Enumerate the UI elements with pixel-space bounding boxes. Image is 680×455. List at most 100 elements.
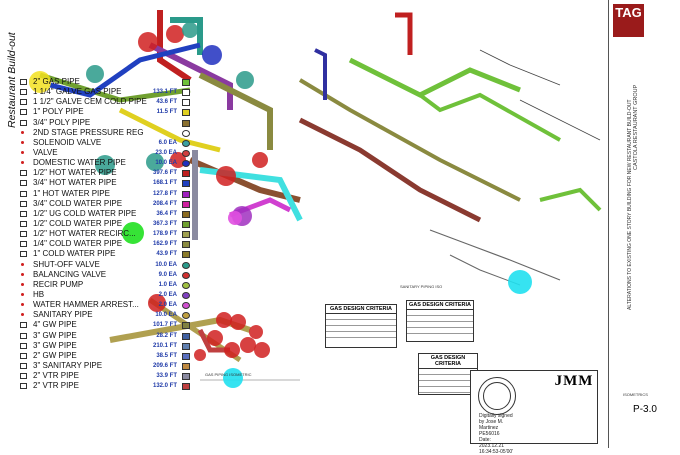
legend-item-name: 3/4" COLD WATER PIPE — [33, 198, 123, 208]
marker-magenta — [228, 211, 242, 225]
legend-color-swatch — [182, 261, 190, 269]
marker-red — [148, 294, 166, 312]
legend-item-quantity: 10.0 EA — [155, 261, 177, 268]
legend-item-name: SANITARY PIPE — [33, 310, 93, 320]
legend-item-quantity: 132.0 FT — [152, 383, 177, 390]
legend-color-swatch — [182, 342, 190, 350]
legend-item-name: 2ND STAGE PRESSURE REG — [33, 127, 144, 137]
digital-signature-text: Digitally signed by Jose M. Martinez PE5… — [479, 413, 514, 455]
pipe-brown-main — [298, 117, 482, 223]
pipe-icon — [20, 342, 27, 349]
legend-color-swatch — [182, 119, 190, 127]
legend-item-name: 1/2" HOT WATER PIPE — [33, 168, 117, 178]
legend-color-swatch — [182, 139, 190, 147]
fitting-dot-icon — [21, 303, 24, 307]
pipe-green-branch — [418, 92, 561, 142]
legend-item-name: 2" GAS PIPE — [33, 77, 80, 86]
legend-row: 2ND STAGE PRESSURE REG — [17, 128, 192, 138]
client-name: CASTOLA RESTAURANT GROUP — [633, 84, 639, 170]
legend-color-swatch — [182, 170, 190, 178]
legend-row: 2" GAS PIPE — [17, 77, 192, 87]
legend-item-name: HB — [33, 289, 45, 299]
gas-design-criteria-table: GAS DESIGN CRITERIA — [418, 353, 478, 395]
fitting-dot-icon — [21, 292, 24, 296]
fitting-dot-icon — [21, 130, 24, 134]
pipe-gray-thin — [479, 49, 561, 86]
legend-color-swatch — [182, 210, 190, 218]
legend-item-name: 1/2" COLD WATER PIPE — [33, 218, 123, 228]
pipe-icon — [20, 251, 27, 258]
legend-item-name: 3" SANITARY PIPE — [33, 360, 103, 370]
legend-color-swatch — [182, 200, 190, 208]
legend-item-name: 1" COLD WATER PIPE — [33, 249, 116, 259]
pipe-icon — [20, 119, 27, 126]
legend-item-quantity: 209.6 FT — [152, 362, 177, 369]
legend-row: 1/2" COLD WATER PIPE 367.3 FT — [17, 219, 192, 229]
project-description: ALTERATIONS TO EXISTING ONE STORY BUILDI… — [627, 99, 633, 310]
legend-row: 1" COLD WATER PIPE 43.9 FT — [17, 249, 192, 259]
marker-red — [138, 32, 158, 52]
fitting-dot-icon — [21, 282, 24, 286]
marker-red — [254, 342, 270, 358]
marker-teal — [182, 22, 198, 38]
marker-teal — [86, 65, 104, 83]
legend-color-swatch — [182, 312, 190, 320]
legend-item-quantity: 23.0 EA — [155, 149, 177, 156]
marker-teal — [146, 153, 164, 171]
legend-item-quantity: 101.7 FT — [152, 322, 177, 329]
pipe-icon — [20, 383, 27, 390]
pipe-icon — [20, 109, 27, 116]
legend-item-quantity: 43.9 FT — [156, 251, 177, 258]
legend-item-name: 4" GW PIPE — [33, 320, 77, 330]
legend-color-swatch — [182, 160, 190, 168]
legend-item-quantity: 10.0 EA — [155, 160, 177, 167]
legend-item-name: 1" HOT WATER PIPE — [33, 188, 110, 198]
marker-green — [122, 222, 144, 244]
pipe-icon — [20, 332, 27, 339]
pipe-icon — [20, 220, 27, 227]
marker-blue — [202, 45, 222, 65]
legend-item-name: BALANCING VALVE — [33, 269, 107, 279]
criteria-title: GAS DESIGN CRITERIA — [326, 305, 396, 314]
marker-red — [166, 25, 184, 43]
pipe-icon — [20, 180, 27, 187]
fitting-dot-icon — [21, 140, 24, 144]
legend-row: 1/2" HOT WATER RECIRC...178.9 FT — [17, 229, 192, 239]
legend-item-quantity: 178.9 FT — [152, 231, 177, 238]
legend-row: HB 2.0 EA — [17, 290, 192, 300]
legend-row: 3" SANITARY PIPE 209.6 FT — [17, 361, 192, 371]
marker-red — [216, 312, 232, 328]
legend-item-quantity: 2.0 EA — [158, 291, 177, 298]
tag-logo: TAG — [613, 4, 644, 37]
legend-item-name: SHUT-OFF VALVE — [33, 259, 100, 269]
title-block: TAG CASTOLA RESTAURANT GROUP ALTERATIONS… — [608, 0, 680, 448]
legend-item-quantity: 168.1 FT — [152, 180, 177, 187]
legend-color-swatch — [182, 79, 190, 86]
legend-color-swatch — [182, 302, 190, 310]
legend-item-name: 1 1/4" GALVE GAS PIPE — [33, 87, 122, 97]
pipe-icon — [20, 373, 27, 380]
legend-item-name: 2" VTR PIPE — [33, 381, 79, 391]
pipe-icon — [20, 241, 27, 248]
marker-red — [230, 314, 246, 330]
sheet-name: ISOMETRICS — [623, 392, 648, 397]
legend-item-quantity: 367.3 FT — [152, 220, 177, 227]
marker-red — [207, 330, 223, 346]
gas-design-criteria-table: GAS DESIGN CRITERIA — [325, 304, 397, 348]
fitting-dot-icon — [21, 272, 24, 276]
legend-color-swatch — [182, 373, 190, 381]
legend-color-swatch — [182, 149, 190, 157]
legend-row: SHUT-OFF VALVE 10.0 EA — [17, 260, 192, 270]
legend-item-quantity: 11.5 FT — [156, 109, 177, 116]
legend-color-swatch — [182, 291, 190, 299]
